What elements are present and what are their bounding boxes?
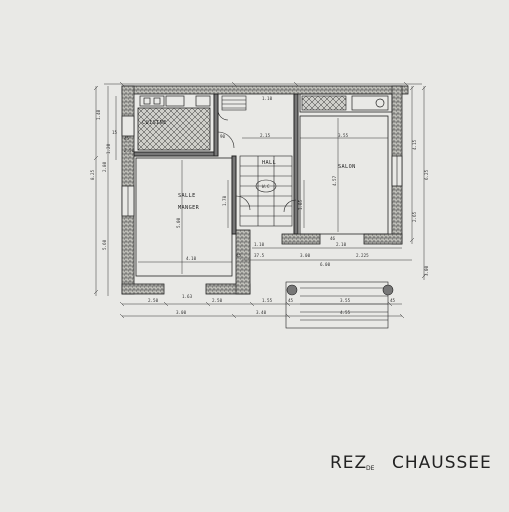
dim-right-d: 3.00 xyxy=(424,265,429,276)
dim-small-e: 2.50 xyxy=(124,148,135,153)
room-label-salle: SALLE xyxy=(178,193,196,199)
title-rez: REZ xyxy=(330,453,367,473)
dim-b6: 3.55 xyxy=(340,298,351,303)
dim-top-c: 1.20 xyxy=(106,143,111,154)
room-label-manger: MANGER xyxy=(178,205,200,211)
dimension-lines xyxy=(93,81,427,319)
door-swings xyxy=(217,109,297,213)
dim-b4: 1.55 xyxy=(262,298,273,303)
dim-mid-f: 2.10 xyxy=(336,242,347,247)
dim-small-c: 45 xyxy=(236,253,242,258)
front-steps xyxy=(285,281,394,329)
dim-mid-b: 3.00 xyxy=(300,253,311,258)
dim-b5: 45 xyxy=(288,298,294,303)
dim-salle-w: 4.10 xyxy=(186,256,197,261)
dim-small-b: 1.10 xyxy=(262,96,273,101)
dim-b1: 2.50 xyxy=(148,298,159,303)
kitchen-floor xyxy=(137,107,211,151)
dim-mid-a: 37.5 xyxy=(254,253,265,258)
dim-mid-d: 6.00 xyxy=(320,262,331,267)
dim-left-a: 8.25 xyxy=(90,169,95,180)
dim-right-b: 6.25 xyxy=(424,169,429,180)
dim-bot-a: 3.00 xyxy=(176,310,187,315)
title-de: DE xyxy=(366,465,375,472)
exterior-walls xyxy=(121,85,409,295)
dim-top-a: 1.40 xyxy=(96,109,101,120)
staircase xyxy=(221,95,293,227)
room-label-cuisine: CUISINE xyxy=(142,120,167,126)
dim-mid-e: 1.10 xyxy=(254,242,265,247)
dim-mid-g: 46 xyxy=(330,236,336,241)
dim-left-b: 2.80 xyxy=(102,161,107,172)
dim-b7: 45 xyxy=(390,298,396,303)
dim-hall-h: 1.85 xyxy=(298,199,303,210)
dim-salle-h: 5.00 xyxy=(176,217,181,228)
dim-right-c: 2.65 xyxy=(412,211,417,222)
dim-bot-b: 3.40 xyxy=(256,310,267,315)
dim-bot-c: 4.55 xyxy=(340,310,351,315)
dim-small-d: 45 xyxy=(124,136,130,141)
dim-kitchen-w: 2.15 xyxy=(260,133,271,138)
dim-salon-h: 4.57 xyxy=(332,175,337,186)
dim-mid-c: 2.225 xyxy=(356,253,369,258)
dim-hall-w: 1.78 xyxy=(222,195,227,206)
dim-top-b: 15 xyxy=(112,130,118,135)
dim-left-c: 5.60 xyxy=(102,239,107,250)
dim-small-a: 90 xyxy=(220,134,226,139)
dim-right-a: 4.15 xyxy=(412,139,417,150)
wc-floor xyxy=(301,95,347,111)
interior-walls xyxy=(133,93,393,277)
kitchen-fixtures xyxy=(139,95,389,111)
title-chaussee: CHAUSSEE xyxy=(392,453,492,473)
room-label-wc: W.C xyxy=(262,184,270,189)
dim-b2: 1.63 xyxy=(182,294,193,299)
room-label-hall: HALL xyxy=(262,160,276,166)
room-label-salon: SALON xyxy=(338,164,356,170)
dim-b3: 2.50 xyxy=(212,298,223,303)
dim-salon-w: 3.55 xyxy=(338,133,349,138)
